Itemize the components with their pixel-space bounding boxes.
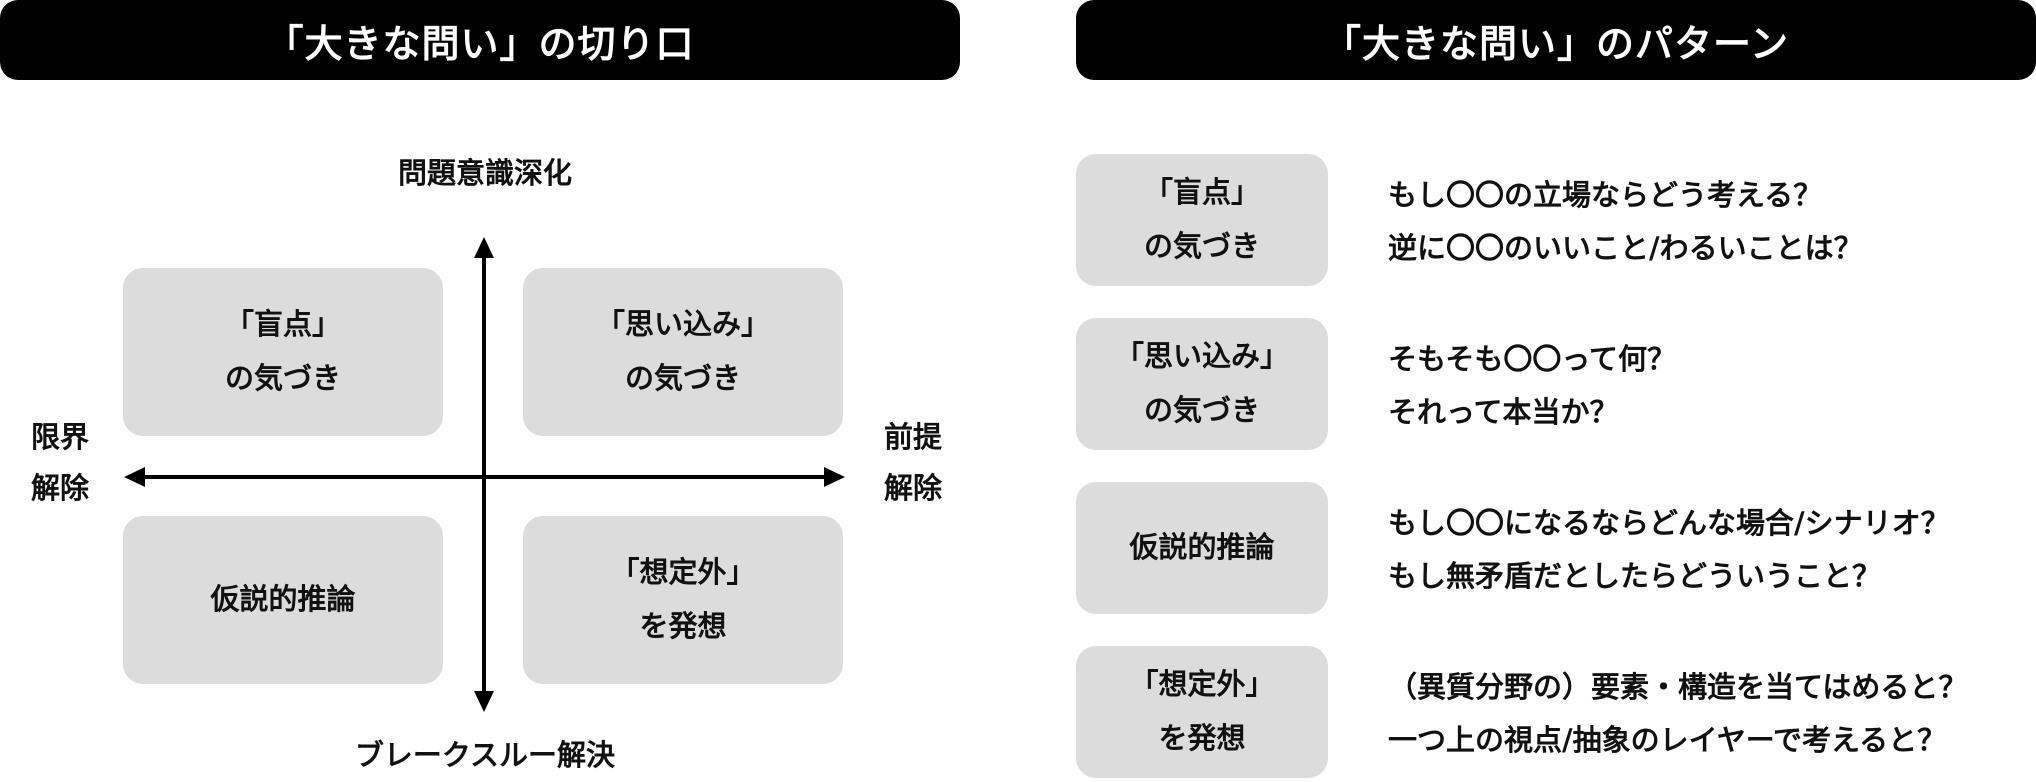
pattern-question: もし無矛盾だとしたらどういうこと？: [1388, 559, 1882, 593]
quadrant-top-left: 「盲点」 の気づき: [123, 268, 443, 436]
pattern-label-hypothesis: 仮説的推論: [1076, 482, 1328, 614]
axis-left-label: 限界 解除: [30, 420, 89, 505]
pattern-question: 一つ上の視点/抽象のレイヤーで考えると？: [1388, 723, 1947, 757]
pattern-question: もし〇〇になるならどんな場合/シナリオ？: [1388, 506, 1950, 540]
left-panel-title: 「大きな問い」の切り口: [0, 0, 960, 80]
pattern-question: そもそも〇〇って何？: [1388, 342, 1676, 376]
pattern-question: それって本当か？: [1388, 395, 1619, 429]
axis-arrow-down: [474, 691, 494, 712]
pattern-question: （異質分野の）要素・構造を当てはめると？: [1388, 670, 1968, 704]
quadrant-bottom-right: 「想定外」 を発想: [523, 516, 843, 684]
axis-arrow-right: [824, 467, 845, 487]
right-panel-title: 「大きな問い」のパターン: [1076, 0, 2036, 80]
pattern-question: 逆に〇〇のいいこと/わるいことは？: [1388, 231, 1863, 265]
axis-top-label: 問題意識深化: [397, 156, 572, 190]
axis-arrow-up: [474, 237, 494, 258]
axis-bottom-label: ブレークスルー解決: [354, 738, 616, 772]
pattern-label-unexpected: 「想定外」 を発想: [1076, 646, 1328, 778]
axis-arrow-left: [124, 467, 145, 487]
quadrant-top-right: 「思い込み」 の気づき: [523, 268, 843, 436]
quadrant-bottom-left: 仮説的推論: [123, 516, 443, 684]
pattern-label-assumption: 「思い込み」 の気づき: [1076, 318, 1328, 450]
pattern-question: もし〇〇の立場ならどう考える？: [1388, 178, 1823, 212]
pattern-label-blind-spot: 「盲点」 の気づき: [1076, 154, 1328, 286]
axis-right-label: 前提 解除: [883, 420, 942, 505]
